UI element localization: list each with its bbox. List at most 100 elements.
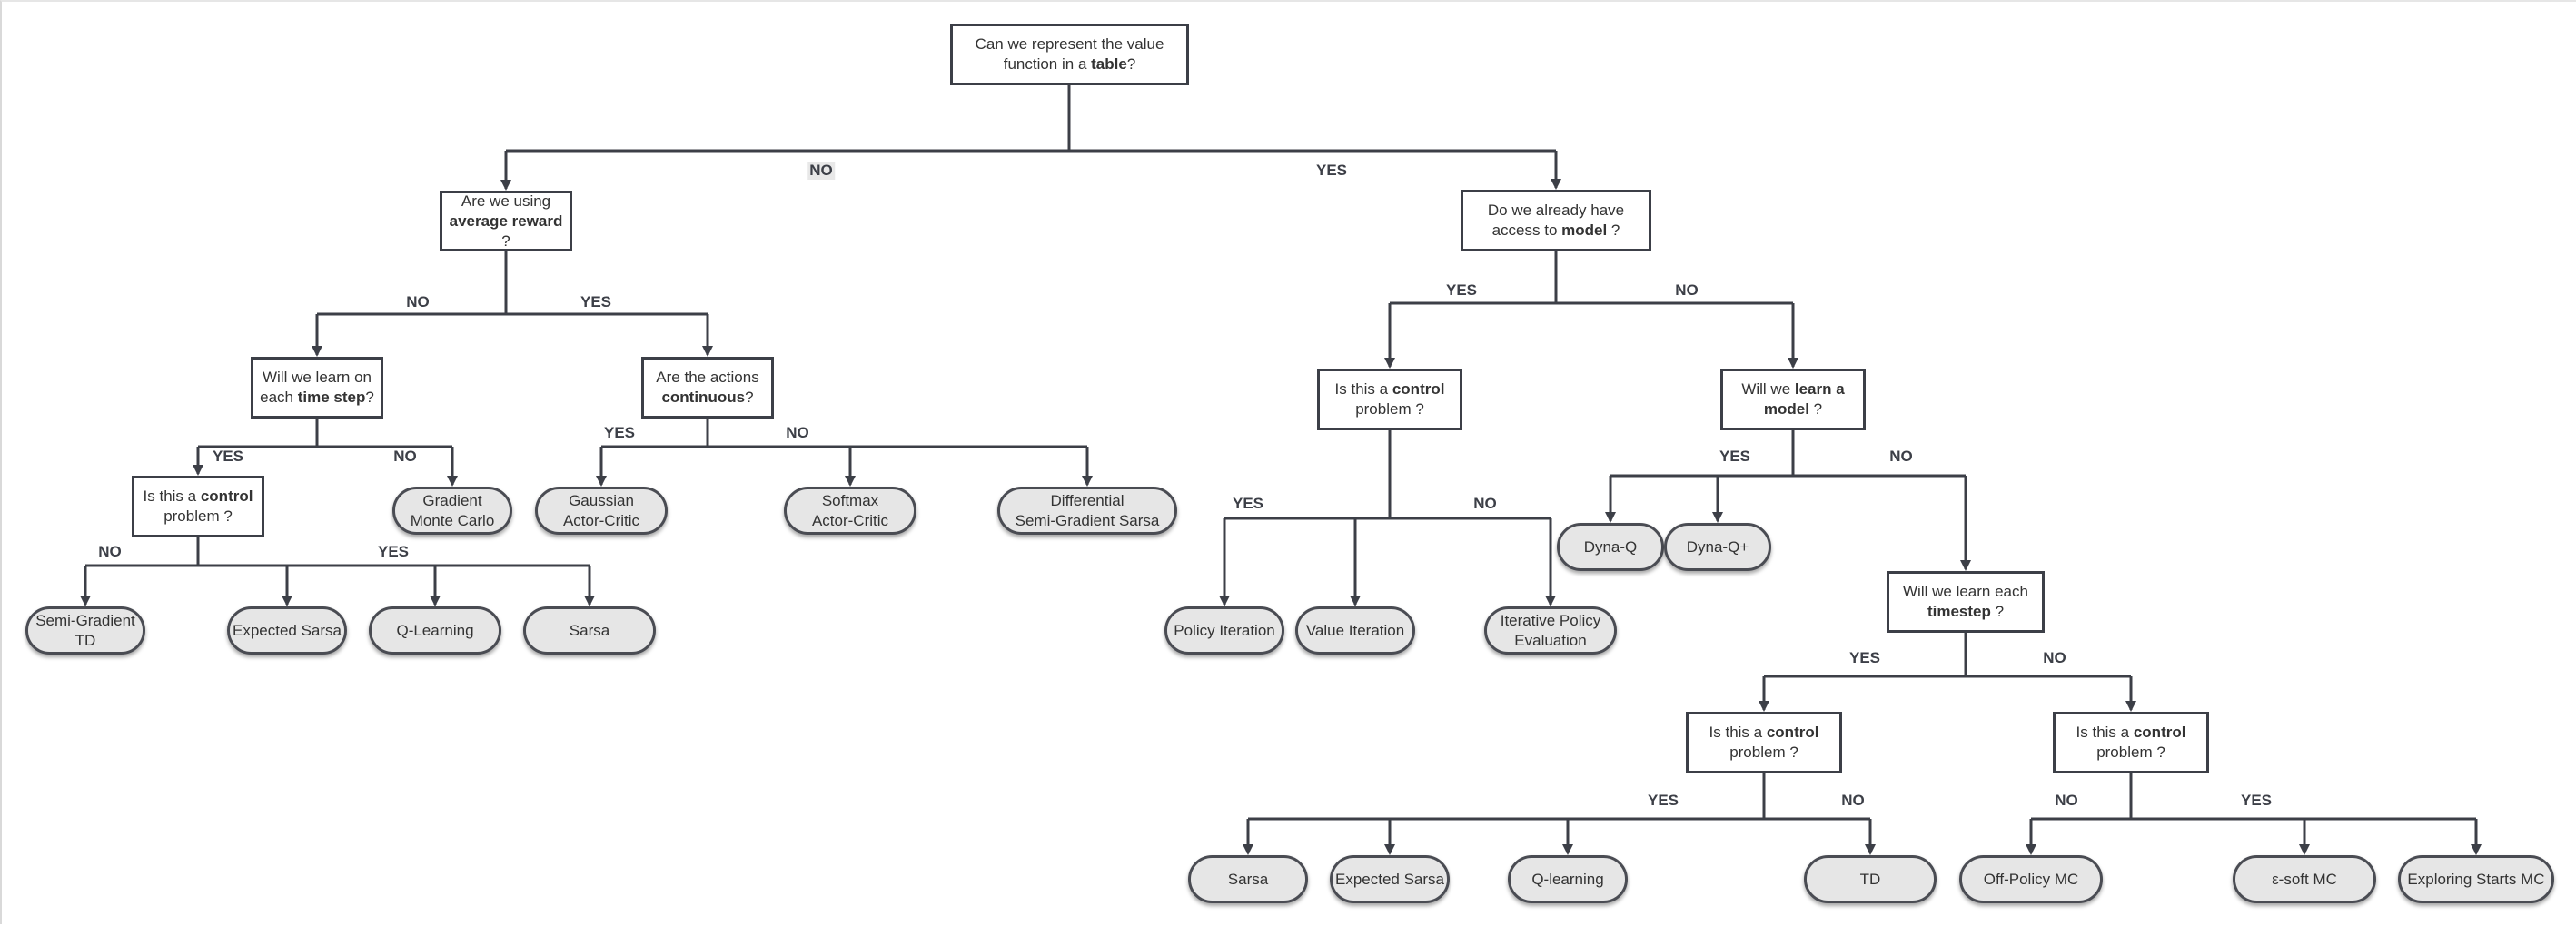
- node-text-line: Dyna-Q+: [1686, 537, 1749, 556]
- node-text-line: Are we using: [461, 192, 551, 210]
- leaf-q-learning: Q-Learning: [369, 606, 501, 655]
- branch-label-learnmodel-yes: YES: [1719, 448, 1751, 465]
- node-text-line: Off-Policy MC: [1983, 870, 2079, 888]
- branch-label-ctrl2-yes: YES: [1232, 495, 1264, 512]
- leaf-sarsa: Sarsa: [523, 606, 656, 655]
- leaf-epsilon-soft-mc: ε-soft MC: [2233, 855, 2376, 903]
- node-text-line: access to model ?: [1491, 222, 1620, 239]
- node-text-line: Exploring Starts MC: [2407, 870, 2545, 888]
- leaf-value-iteration: Value Iteration: [1295, 606, 1415, 655]
- leaf-expected-sarsa-2: Expected Sarsa: [1330, 855, 1450, 903]
- node-text-line: Are the actions: [656, 369, 759, 386]
- leaf-exploring-starts-mc: Exploring Starts MC: [2398, 855, 2554, 903]
- node-text-line: Sarsa: [569, 621, 610, 639]
- node-text-line: Will we learn each: [1903, 583, 2028, 600]
- branch-label-cont-yes: YES: [603, 424, 636, 441]
- branch-label-root-no: NO: [807, 162, 835, 180]
- node-text-line: ?: [501, 232, 510, 250]
- leaf-q-learning-2: Q-learning: [1508, 855, 1628, 903]
- node-text-line: Q-Learning: [396, 621, 474, 639]
- node-text-line: Iterative Policy: [1500, 611, 1601, 629]
- question-control-problem-2: Is this a control problem ?: [1317, 369, 1462, 430]
- branch-label-avg-yes: YES: [580, 293, 612, 310]
- node-text-line: Is this a control: [143, 488, 253, 505]
- leaf-off-policy-mc: Off-Policy MC: [1959, 855, 2103, 903]
- node-text-line: TD: [74, 631, 96, 649]
- node-text-line: Q-learning: [1531, 870, 1604, 888]
- node-text-line: Softmax: [821, 491, 879, 509]
- node-text-line: problem ?: [2096, 744, 2165, 761]
- question-continuous-actions: Are the actions continuous?: [641, 357, 774, 419]
- branch-label-model-yes: YES: [1445, 281, 1478, 299]
- node-text-line: Is this a control: [2076, 724, 2186, 741]
- node-text-line: problem ?: [163, 507, 233, 525]
- node-text-line: Sarsa: [1227, 870, 1269, 888]
- question-control-problem-3: Is this a control problem ?: [1686, 712, 1842, 773]
- question-control-problem-1: Is this a control problem ?: [132, 476, 264, 537]
- node-text-line: model ?: [1763, 400, 1823, 418]
- node-text-line: Gaussian: [569, 491, 634, 509]
- node-text-line: TD: [1859, 870, 1881, 888]
- branch-label-root-yes: YES: [1315, 162, 1348, 179]
- node-text-line: ε-soft MC: [2272, 870, 2337, 888]
- question-learn-each-time-step: Will we learn on each time step?: [251, 357, 383, 419]
- node-text-line: Is this a control: [1709, 724, 1819, 741]
- node-text-line: Will we learn a: [1741, 380, 1845, 398]
- node-text-line: Actor-Critic: [811, 511, 889, 529]
- leaf-dyna-q-plus: Dyna-Q+: [1664, 523, 1771, 571]
- branch-label-ctrl2-no: NO: [1473, 495, 1497, 512]
- leaf-sarsa-2: Sarsa: [1188, 855, 1308, 903]
- branch-label-timestep-no: NO: [2043, 649, 2066, 666]
- branch-label-step-yes: YES: [212, 448, 244, 465]
- node-text-line: Is this a control: [1334, 380, 1445, 398]
- node-text-line: Monte Carlo: [410, 511, 495, 529]
- node-text-line: Gradient: [422, 491, 482, 509]
- node-text-line: each time step?: [260, 389, 374, 406]
- question-learn-each-timestep: Will we learn each timestep ?: [1887, 571, 2045, 633]
- node-text-line: Semi-Gradient Sarsa: [1015, 511, 1160, 529]
- question-learn-a-model: Will we learn a model ?: [1720, 369, 1866, 430]
- branch-label-cont-no: NO: [786, 424, 809, 441]
- branch-label-learnmodel-no: NO: [1889, 448, 1913, 465]
- leaf-td: TD: [1804, 855, 1937, 903]
- node-text-line: Expected Sarsa: [232, 621, 342, 639]
- question-access-to-model: Do we already have access to model ?: [1461, 190, 1651, 251]
- node-text-line: average reward: [449, 212, 563, 230]
- node-text-line: Value Iteration: [1305, 621, 1405, 639]
- node-text-line: Policy Iteration: [1174, 621, 1275, 639]
- node-text-line: Expected Sarsa: [1334, 870, 1444, 888]
- node-text-line: Differential: [1050, 491, 1125, 509]
- branch-label-ctrl1-no: NO: [98, 543, 122, 560]
- node-text-line: continuous?: [661, 389, 754, 406]
- node-text-line: Actor-Critic: [562, 511, 640, 529]
- branch-label-ctrl3-no: NO: [1841, 792, 1865, 809]
- branch-label-model-no: NO: [1675, 281, 1699, 299]
- leaf-expected-sarsa: Expected Sarsa: [227, 606, 347, 655]
- branch-label-ctrl3-yes: YES: [1647, 792, 1679, 809]
- node-text-line: problem ?: [1729, 744, 1798, 761]
- branch-label-step-no: NO: [393, 448, 417, 465]
- node-text-line: Dyna-Q: [1583, 537, 1638, 556]
- branch-label-ctrl4-yes: YES: [2240, 792, 2273, 809]
- branch-label-ctrl4-no: NO: [2055, 792, 2078, 809]
- node-text-line: timestep ?: [1927, 603, 2005, 620]
- question-average-reward: Are we using average reward?: [440, 191, 572, 251]
- leaf-dyna-q: Dyna-Q: [1557, 523, 1664, 571]
- node-text-line: problem ?: [1355, 400, 1424, 418]
- node-text-line: Will we learn on: [263, 369, 372, 386]
- node-text-line: Evaluation: [1514, 631, 1587, 649]
- branch-label-timestep-yes: YES: [1848, 649, 1881, 666]
- node-text-line: Semi-Gradient: [35, 611, 135, 629]
- node-text-line: Can we represent the value: [975, 35, 1164, 53]
- node-text-line: Do we already have: [1487, 202, 1625, 219]
- branch-label-ctrl1-yes: YES: [377, 543, 410, 560]
- node-text-line: function in a table?: [1003, 55, 1136, 73]
